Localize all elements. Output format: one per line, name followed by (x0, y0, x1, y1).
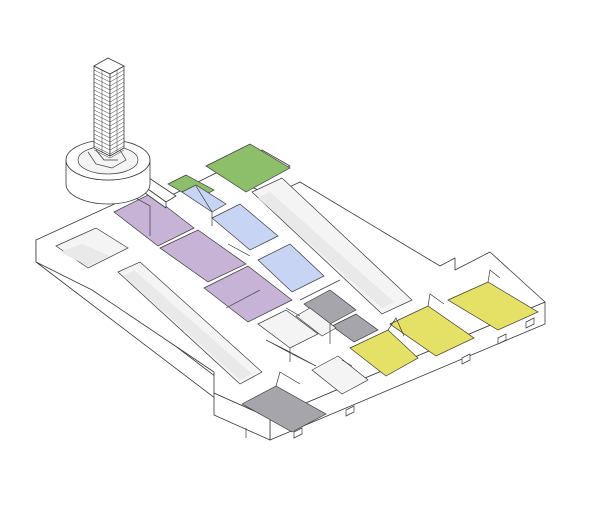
tower-facade-grid (93, 69, 125, 159)
window-3 (461, 353, 471, 365)
yellow-room-3 (447, 281, 539, 331)
purple-room-1 (113, 193, 195, 247)
windows (245, 317, 535, 439)
window-1 (293, 427, 303, 439)
window-2 (345, 405, 355, 417)
white-room-1 (257, 309, 319, 349)
white-room-2 (311, 355, 369, 395)
white-rooms (257, 307, 369, 395)
tower (93, 57, 125, 159)
courts (55, 177, 413, 385)
gray-room-3 (241, 385, 327, 433)
tower-grid-line (109, 149, 125, 159)
yellow-room-2 (389, 305, 475, 357)
gray-room-2 (331, 313, 379, 343)
green-room-north (205, 143, 291, 193)
purple-room-2 (159, 229, 247, 283)
blue-room-middle (211, 203, 279, 251)
partitions (131, 185, 501, 387)
white-room-3 (295, 307, 337, 337)
window-5 (525, 317, 535, 329)
blue-room-south (257, 243, 325, 293)
tower-grid-line (93, 149, 111, 159)
rooms (113, 143, 539, 433)
window-4 (497, 333, 507, 345)
purple-room-3 (203, 265, 293, 323)
yellow-room-1 (349, 329, 419, 377)
stair-drum (65, 139, 151, 205)
